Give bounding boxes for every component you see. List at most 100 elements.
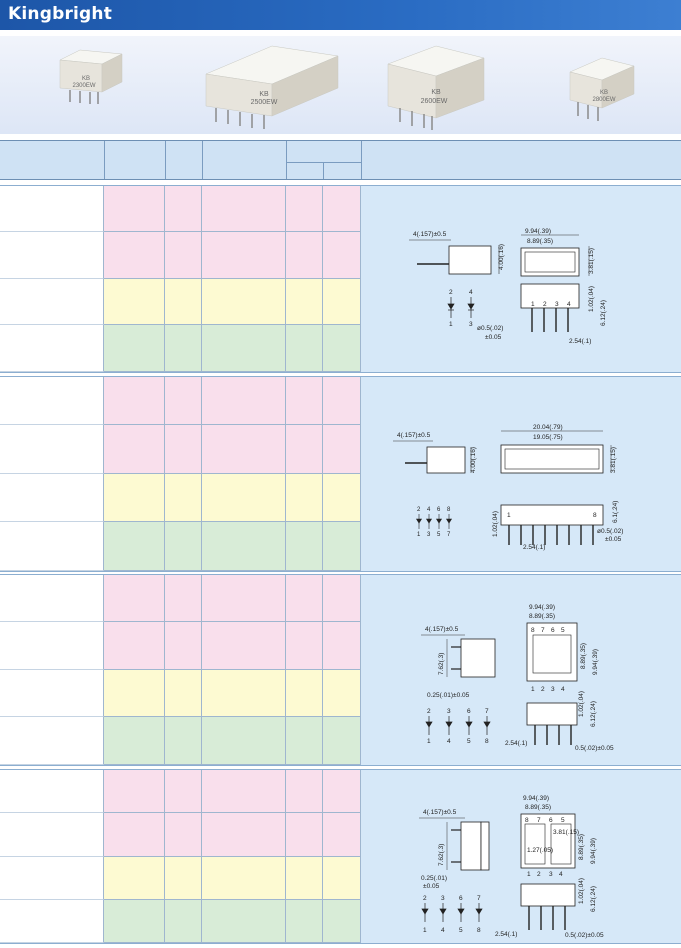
table-cell [104,857,165,900]
diode-pin-label: 1 [423,927,427,934]
pin-label: 6 [551,627,555,634]
pin-label: 3 [549,871,553,878]
dim-pitch: 2.54(.1) [569,338,591,345]
dim-height: 3.81(.15) [588,248,595,274]
table-cell [323,770,361,813]
product-photo-strip: KB 2300EW KB 2500EW KB 2600EW [0,36,681,134]
pin-label: 3 [551,686,555,693]
dim-pin-diameter: ø0.5(.02) [597,528,623,535]
diode-pin-label: 3 [447,708,451,715]
table-cell [323,186,361,232]
part-number-cell [0,232,104,279]
part-number-cell [0,186,104,232]
header-divider [286,141,287,179]
pin-label: 5 [561,627,565,634]
table-cell [104,522,165,571]
dim-pin-diameter: ø0.5(.02) [477,325,503,332]
dim-body: 1.02(.04) [578,878,585,904]
table-cell [104,813,165,857]
table-header [0,140,681,180]
table-row [0,186,361,232]
table-cell [286,670,323,717]
dim-pin-length: 6.12(.24) [590,886,597,912]
part-number-cell [0,900,104,943]
part-number-cell [0,325,104,372]
dim-width-inner: 8.89(.35) [527,238,553,245]
table-cell [202,770,286,813]
table-cell [202,425,286,474]
pin-label: 8 [593,512,597,519]
table-cell [165,474,202,522]
pin-leads [534,725,572,745]
diode-pin-label: 8 [477,927,481,934]
table-cell [323,474,361,522]
table-cell [286,575,323,622]
dim-pin-diameter: 0.5(.02)±0.05 [565,932,604,939]
table-cell [323,670,361,717]
table-row [0,279,361,325]
table-cell [104,670,165,717]
table-cell [202,900,286,943]
product-group-3: 4(.157)±0.5 7.62(.3) 0.25(.01)±0.05 9.94… [0,574,681,766]
pin-leads [528,906,566,930]
table-cell [165,670,202,717]
table-cell [202,670,286,717]
table-cell [323,622,361,670]
pin-label: 2 [537,871,541,878]
table-cell [104,575,165,622]
table-cell [286,232,323,279]
table-cell [323,425,361,474]
table-cell [104,425,165,474]
table-cell [286,474,323,522]
table-cell [104,232,165,279]
table-cell [286,325,323,372]
diode-pin-label: 5 [437,532,441,538]
table-cell [202,232,286,279]
dim-width-inner: 19.05(.75) [533,434,563,441]
dim-pin-length: 6.1(.24) [612,501,619,523]
table-cell [104,325,165,372]
table-cell [286,813,323,857]
table-cell [165,770,202,813]
table-cell [104,186,165,232]
pin-label: 1 [507,512,511,519]
table-cell [286,900,323,943]
diode-symbol-icon [425,716,491,735]
table-row [0,622,361,670]
diode-symbol-icon [447,297,475,318]
dimension-drawing-2: 4(.157)±0.5 4.00(.16) 20.04(.79) 19.05(.… [393,424,623,551]
dim-lead-length: 4(.157)±0.5 [413,231,447,238]
dim-pin-tolerance: ±0.05 [605,536,622,543]
table-row [0,325,361,372]
table-cell [323,279,361,325]
dim-width-outer: 20.04(.79) [533,424,563,431]
photo-label-top: KB [82,76,90,82]
table-row [0,813,361,857]
diode-pin-label: 3 [427,532,431,538]
diode-pin-label: 3 [441,895,445,902]
table-row [0,770,361,813]
dim-lead-length: 4(.157)±0.5 [423,809,457,816]
table-cell [165,232,202,279]
dim-height: 3.81(.15) [610,447,617,473]
table-cell [104,279,165,325]
part-number-cell [0,575,104,622]
dim-pitch: 2.54(.1) [523,544,545,551]
table-row [0,425,361,474]
table-cell [202,325,286,372]
pin-leads [508,525,594,545]
table-row [0,377,361,425]
table-cell [286,186,323,232]
table-cell [165,377,202,425]
table-row [0,900,361,943]
table-cell [165,325,202,372]
table-cell [286,279,323,325]
diode-pin-label: 2 [427,708,431,715]
table-cell [104,717,165,765]
table-cell [165,425,202,474]
diode-pin-label: 4 [447,738,451,745]
dim-side-outer: 9.94(.39) [592,649,599,675]
table-row [0,232,361,279]
table-cell [165,186,202,232]
header-divider [361,141,362,179]
